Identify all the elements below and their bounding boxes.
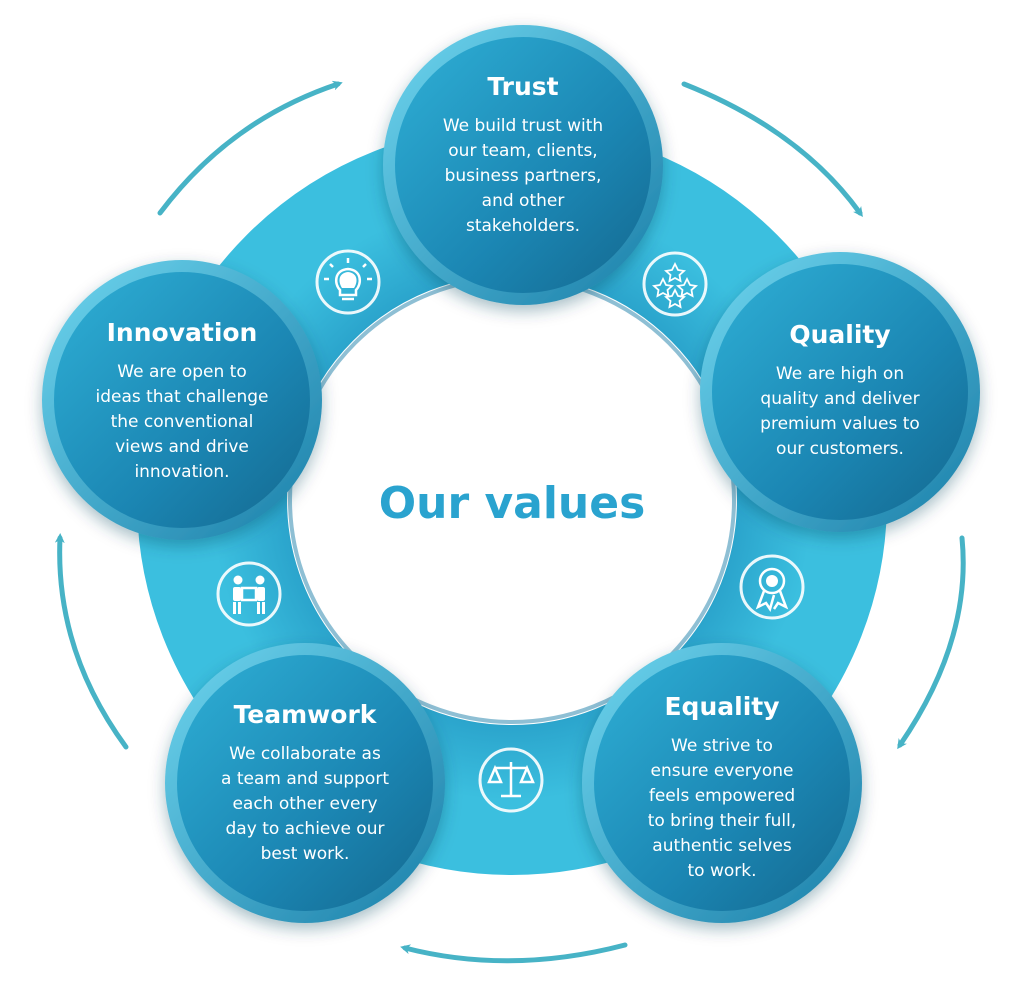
value-description: We are high on quality and deliver premi… xyxy=(760,364,920,459)
people-carrying-box-icon xyxy=(216,561,282,627)
cycle-arrow xyxy=(400,942,628,964)
cycle-arrow xyxy=(897,535,966,750)
cycle-arrow xyxy=(54,533,129,750)
icon-layer xyxy=(216,249,805,813)
cycle-arrow xyxy=(681,81,863,218)
value-innovation: Innovation We are open to ideas that cha… xyxy=(67,318,297,485)
value-description: We collaborate as a team and support eac… xyxy=(221,744,389,864)
scales-icon xyxy=(478,747,544,813)
center-disc xyxy=(300,288,724,712)
stars-icon xyxy=(642,251,708,317)
value-trust: Trust We build trust with our team, clie… xyxy=(408,72,638,239)
value-equality: Equality We strive to ensure everyone fe… xyxy=(607,692,837,884)
value-circle xyxy=(712,264,968,520)
value-circle xyxy=(395,37,651,293)
cycle-arrow xyxy=(157,80,343,216)
value-title: Teamwork xyxy=(233,700,377,729)
value-title: Quality xyxy=(789,320,891,349)
award-ribbon-icon xyxy=(739,554,805,620)
value-circle xyxy=(177,655,433,911)
center-title: Our values xyxy=(378,478,646,529)
value-description: We strive to ensure everyone feels empow… xyxy=(647,736,797,881)
value-circle xyxy=(54,272,310,528)
cycle-arrows xyxy=(54,80,966,964)
value-teamwork: Teamwork We collaborate as a team and su… xyxy=(190,700,420,867)
value-description: We are open to ideas that challenge the … xyxy=(95,362,269,482)
lightbulb-icon xyxy=(315,249,381,315)
value-title: Innovation xyxy=(106,318,258,347)
value-quality: Quality We are high on quality and deliv… xyxy=(725,320,955,462)
value-title: Equality xyxy=(664,692,780,721)
value-title: Trust xyxy=(487,72,559,101)
value-circle xyxy=(594,655,850,911)
value-description: We build trust with our team, clients, b… xyxy=(442,116,604,236)
value-circles xyxy=(42,25,980,923)
